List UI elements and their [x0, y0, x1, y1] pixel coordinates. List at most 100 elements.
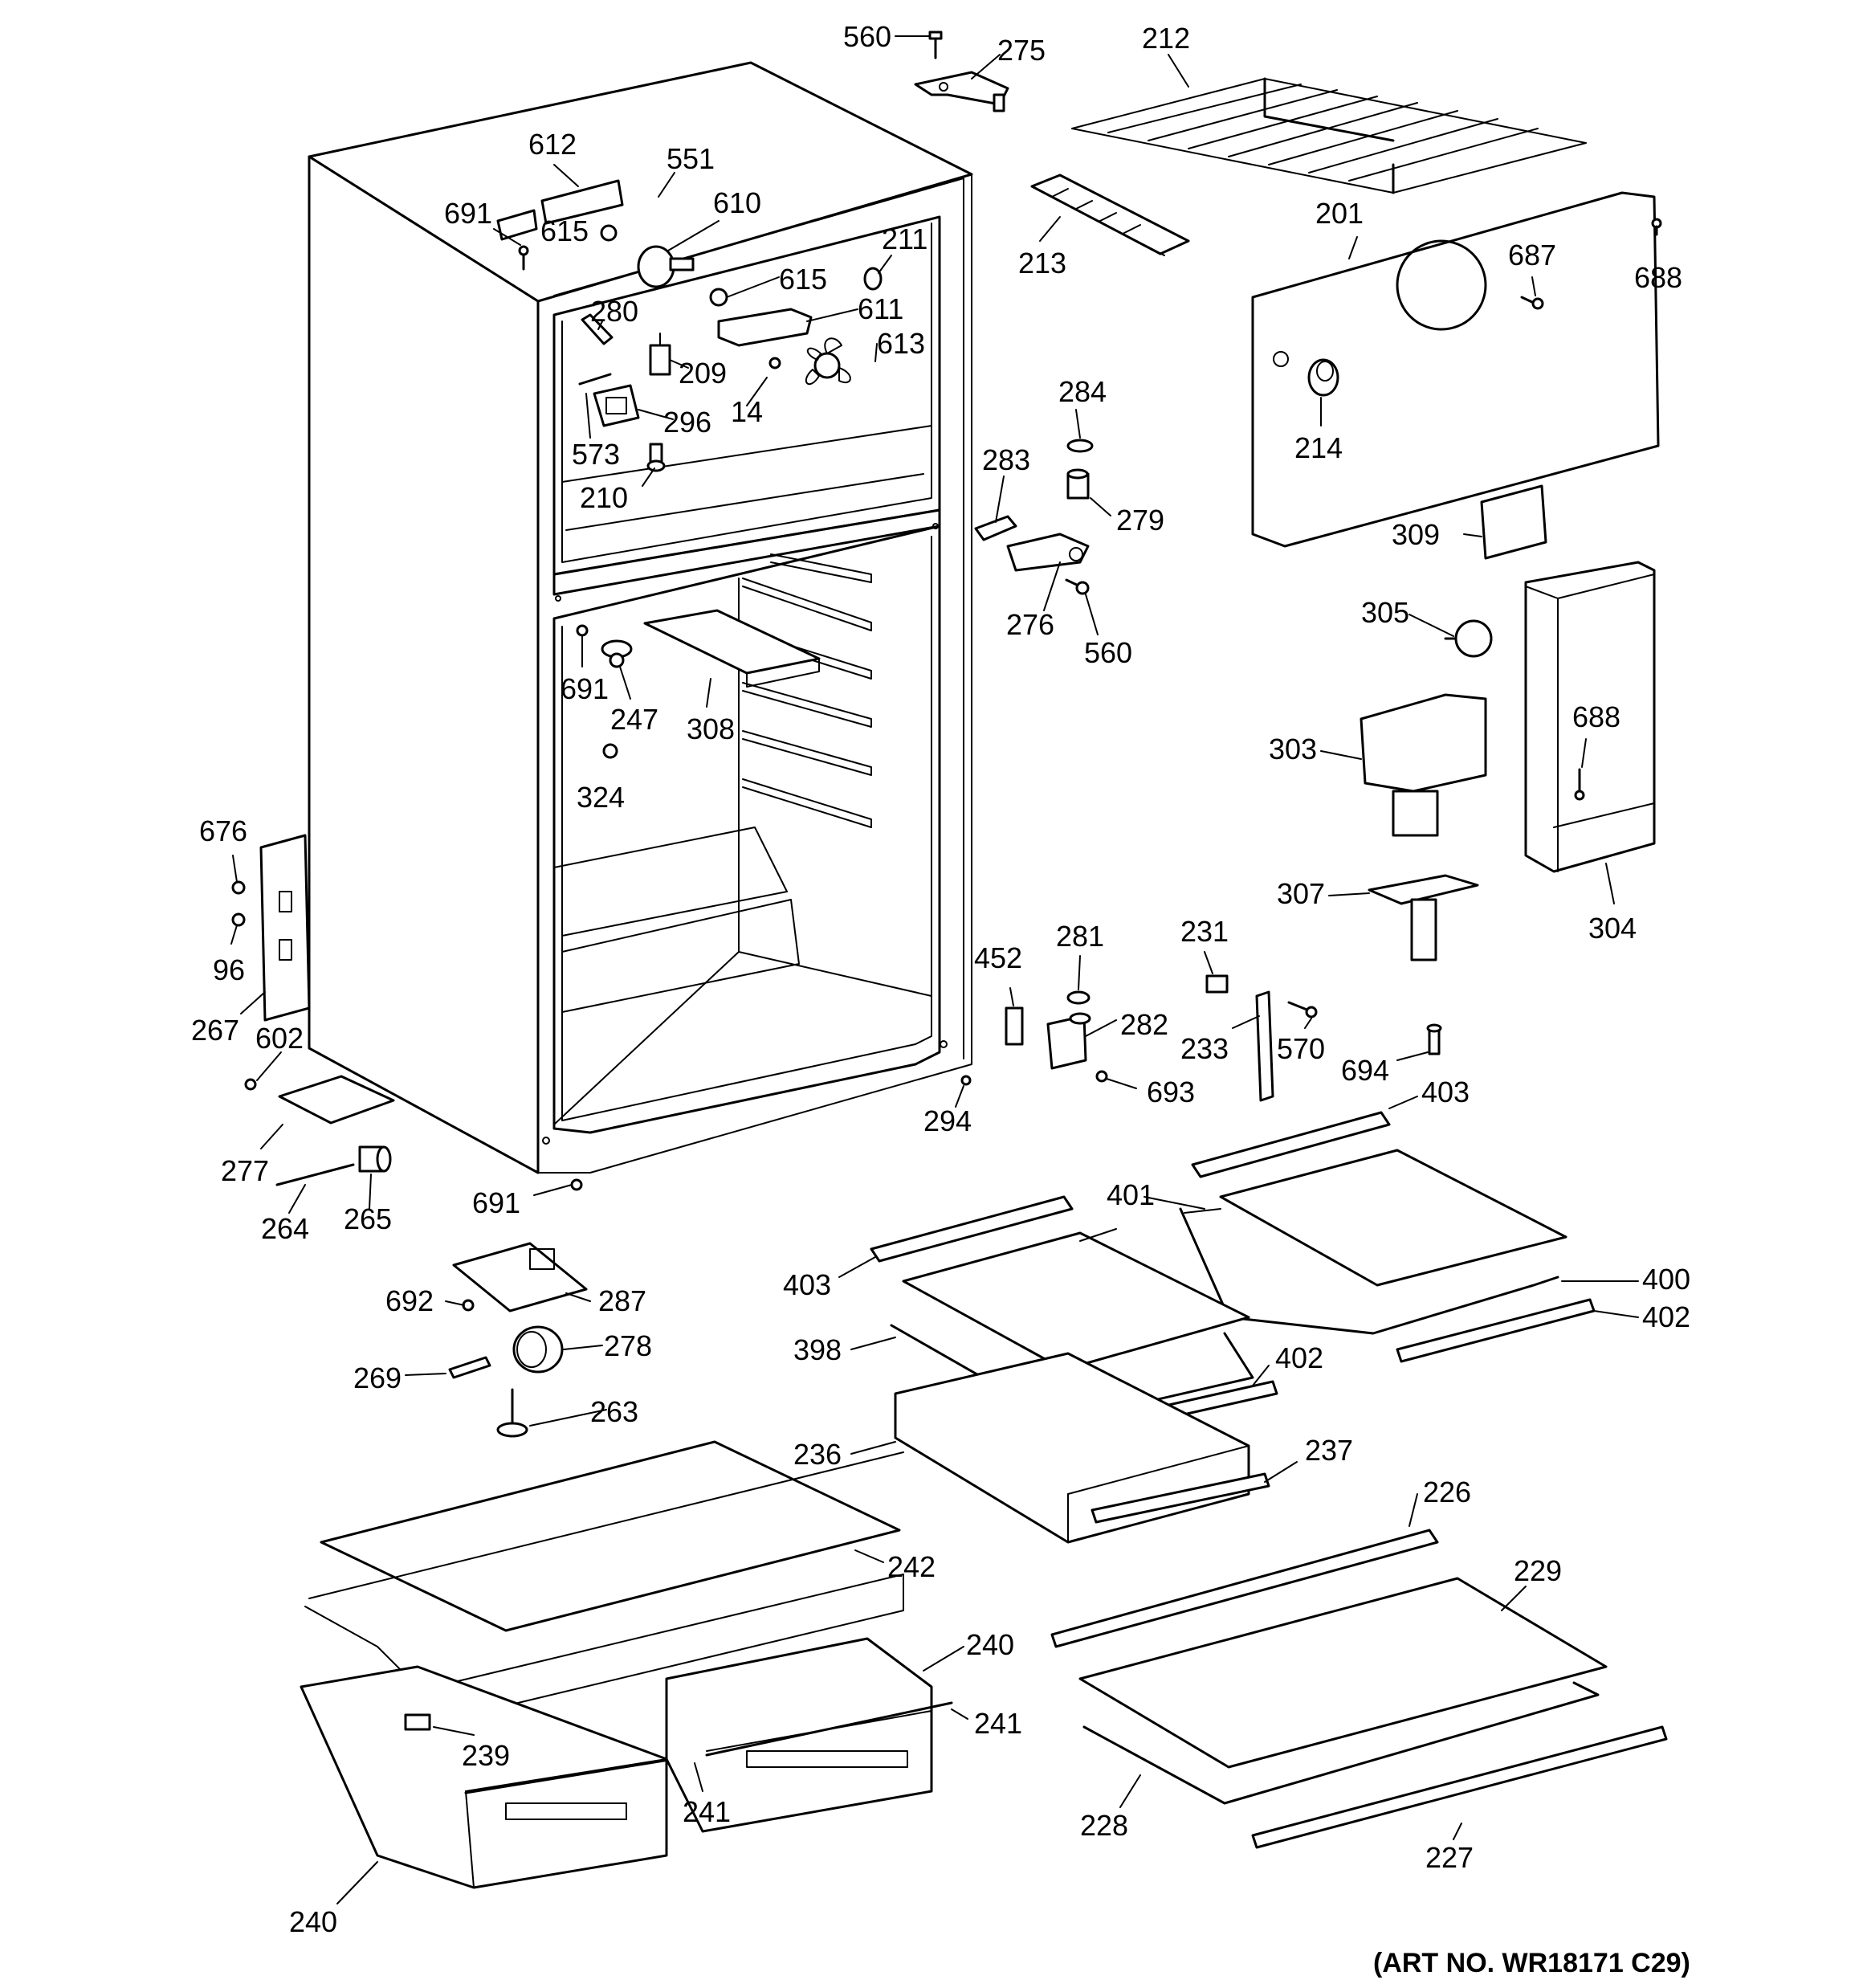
callout-231: 231 — [1180, 915, 1229, 948]
drawer-front-237 — [1090, 1472, 1270, 1524]
screw-560-top — [928, 31, 943, 59]
callout-228: 228 — [1080, 1809, 1128, 1842]
callout-692: 692 — [385, 1284, 434, 1317]
glass-shelf-401-left — [902, 1231, 1250, 1371]
callout-264: 264 — [261, 1212, 309, 1245]
callout-284: 284 — [1058, 375, 1107, 408]
callout-403b: 403 — [783, 1268, 831, 1301]
callout-308: 308 — [687, 712, 735, 745]
screw-602 — [244, 1078, 257, 1091]
callout-398: 398 — [793, 1333, 842, 1366]
callout-611: 611 — [858, 292, 903, 325]
callout-229: 229 — [1514, 1554, 1562, 1587]
callout-615b: 615 — [779, 263, 827, 296]
callout-226: 226 — [1423, 1476, 1471, 1508]
bracket-611 — [717, 308, 813, 347]
callout-691c: 691 — [472, 1186, 520, 1219]
callout-275: 275 — [997, 34, 1046, 67]
crisper-drawer-240-left — [300, 1665, 668, 1889]
callout-labels: 560 275 212 612 551 691 610 615 211 213 … — [191, 20, 1690, 1938]
part-211 — [863, 267, 883, 291]
shelf-frame-228 — [1082, 1681, 1600, 1805]
callout-309: 309 — [1392, 518, 1440, 551]
callout-307: 307 — [1277, 877, 1325, 910]
callout-210: 210 — [580, 481, 628, 514]
callout-693: 693 — [1147, 1076, 1195, 1108]
shelf-trim-402-right — [1396, 1298, 1596, 1363]
callout-687: 687 — [1508, 239, 1556, 271]
callout-400: 400 — [1642, 1263, 1690, 1296]
shelf-308 — [643, 609, 821, 688]
screw-688-top — [1651, 218, 1662, 236]
part-452 — [1005, 1006, 1024, 1046]
callout-241b: 241 — [683, 1795, 731, 1828]
callout-240b: 240 — [289, 1905, 337, 1938]
callout-279: 279 — [1116, 504, 1164, 537]
callout-402b: 402 — [1275, 1341, 1323, 1374]
callout-403a: 403 — [1421, 1076, 1470, 1108]
callout-209: 209 — [679, 357, 727, 390]
callout-242: 242 — [887, 1550, 936, 1583]
screw-691-mid — [576, 624, 589, 637]
callout-613: 613 — [877, 327, 925, 360]
callout-239: 239 — [462, 1739, 510, 1772]
callout-277: 277 — [221, 1154, 269, 1187]
pin-269 — [448, 1356, 491, 1379]
part-324 — [602, 743, 618, 759]
shelf-trim-226 — [1050, 1529, 1439, 1648]
callout-570: 570 — [1277, 1032, 1325, 1065]
part-296 — [593, 384, 640, 427]
screw-691-top — [518, 245, 529, 271]
knob-214 — [1307, 358, 1339, 397]
washer-284 — [1066, 439, 1094, 453]
callout-214: 214 — [1294, 431, 1343, 464]
callout-263: 263 — [590, 1395, 638, 1428]
callout-304: 304 — [1588, 912, 1637, 945]
glass-shelf-401-right — [1219, 1149, 1567, 1287]
bracket-233 — [1255, 990, 1274, 1102]
callout-551: 551 — [667, 142, 715, 175]
hinge-282 — [1046, 1012, 1091, 1070]
washer-281 — [1066, 990, 1090, 1005]
evaporator-cover-201 — [1251, 191, 1660, 548]
glass-shelf-229 — [1078, 1577, 1608, 1769]
callout-14: 14 — [731, 395, 763, 428]
air-duct-304 — [1524, 561, 1656, 873]
cabinet-shell — [308, 61, 973, 1174]
callout-247: 247 — [610, 703, 658, 736]
screw-693 — [1095, 1070, 1108, 1083]
control-610 — [637, 245, 695, 288]
leader-lines — [230, 35, 1639, 1904]
damper-305 — [1444, 619, 1493, 658]
callout-610: 610 — [713, 186, 761, 219]
callout-401: 401 — [1107, 1178, 1155, 1211]
handle-241-right — [705, 1701, 953, 1757]
shelf-trim-403-upper — [1191, 1111, 1391, 1178]
callout-452: 452 — [974, 941, 1022, 974]
screws-676-96 — [231, 880, 246, 927]
callout-240a: 240 — [966, 1628, 1014, 1661]
callout-280: 280 — [590, 295, 638, 328]
rod-264 — [275, 1163, 355, 1186]
shelf-trim-227 — [1251, 1725, 1668, 1849]
callout-233: 233 — [1180, 1032, 1229, 1065]
screw-14 — [768, 357, 781, 369]
screw-570 — [1287, 1001, 1318, 1018]
part-231 — [1205, 974, 1229, 994]
callout-688b: 688 — [1572, 700, 1620, 733]
part-247 — [601, 639, 633, 668]
callout-96: 96 — [213, 953, 245, 986]
screw-691-bottom — [570, 1178, 583, 1191]
callout-694: 694 — [1341, 1054, 1389, 1087]
callout-281: 281 — [1056, 920, 1104, 953]
screw-294 — [960, 1075, 972, 1086]
callout-402a: 402 — [1642, 1300, 1690, 1333]
wire-shelf-212 — [1071, 77, 1587, 194]
callout-278: 278 — [604, 1329, 652, 1362]
callout-201: 201 — [1315, 197, 1364, 230]
callout-212: 212 — [1142, 22, 1190, 55]
callout-213: 213 — [1018, 247, 1066, 280]
bracket-277 — [278, 1075, 395, 1125]
callout-296: 296 — [663, 406, 711, 439]
